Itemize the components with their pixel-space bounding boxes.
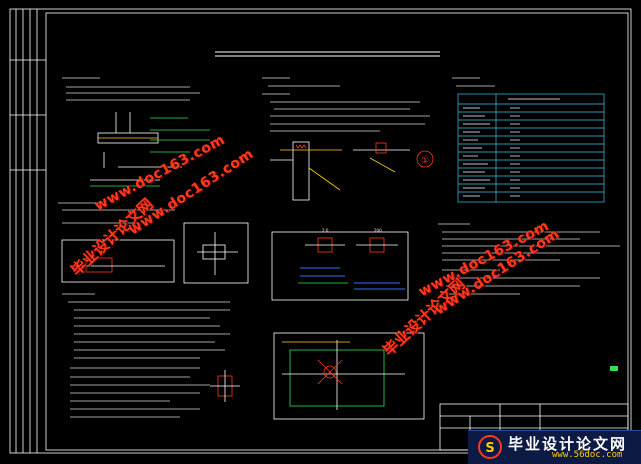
anchor-detail-2	[353, 142, 434, 173]
middle-notes	[262, 77, 430, 132]
plate-detail-box	[273, 332, 425, 420]
title-rule	[215, 51, 440, 57]
beam-annotations	[90, 117, 210, 187]
right-edge-marker	[610, 366, 618, 371]
anchor-detail-1	[270, 141, 342, 201]
section-box-b	[183, 222, 249, 284]
right-notes	[438, 223, 620, 295]
column-section-labels	[300, 267, 405, 290]
dimension-label-a: 2:0	[322, 228, 329, 233]
section-box-a	[61, 239, 175, 283]
site-logo-text: 毕业设计论文网	[508, 435, 628, 453]
notes-4	[58, 202, 175, 224]
left-notes-block	[62, 77, 200, 101]
sheet-frame	[9, 8, 632, 454]
notes-5	[62, 293, 230, 418]
site-logo-url[interactable]: www.56doc.com	[552, 450, 623, 460]
site-logo-icon: S	[478, 435, 502, 459]
schedule-table	[457, 93, 605, 203]
beam-detail	[97, 112, 159, 168]
circle-marker-text: ①	[421, 156, 429, 166]
small-detail-lower	[210, 370, 240, 402]
site-logo-bar[interactable]: S 毕业设计论文网 www.56doc.com	[468, 430, 641, 464]
right-header-notes	[452, 77, 495, 87]
schedule-table-entries	[463, 98, 560, 197]
dimension-label-b: 200	[374, 228, 382, 233]
column-sections-box	[271, 231, 409, 301]
